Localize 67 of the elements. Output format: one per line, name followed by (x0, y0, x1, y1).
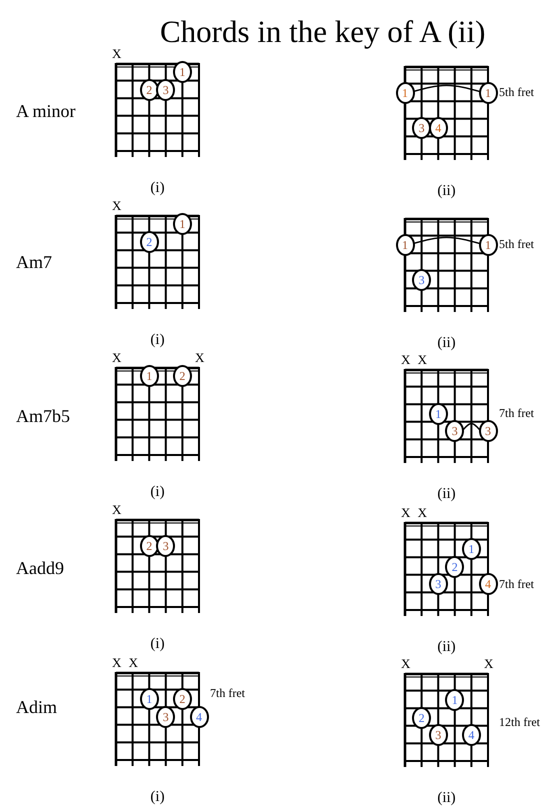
finger-marker: 1 (140, 365, 159, 388)
finger-marker: 3 (156, 706, 176, 728)
diagram-caption: (i) (150, 790, 165, 805)
barre-arc (413, 236, 480, 244)
finger-marker: 2 (140, 230, 159, 253)
muted-string-mark: X (401, 353, 410, 366)
barre-arc (462, 422, 480, 430)
muted-string-mark: X (401, 506, 410, 519)
finger-marker: 2 (172, 365, 192, 388)
finger-marker: 2 (412, 706, 432, 728)
fret-position-label: 7th fret (499, 578, 534, 590)
barre-arc (413, 84, 480, 92)
finger-marker: 4 (462, 724, 481, 746)
muted-string-mark: X (112, 503, 122, 516)
finger-marker: 3 (428, 573, 448, 596)
muted-string-mark: X (112, 351, 122, 364)
finger-marker: 3 (412, 117, 432, 140)
finger-marker: 4 (190, 706, 208, 728)
finger-marker: 1 (478, 82, 498, 104)
finger-marker: 1 (172, 61, 192, 84)
muted-string-mark: X (112, 47, 122, 60)
finger-marker: 3 (156, 534, 176, 557)
fret-position-label: 7th fret (210, 687, 245, 700)
fret-position-label: 5th fret (499, 86, 534, 98)
finger-marker: 2 (445, 556, 464, 578)
finger-marker: 2 (172, 688, 192, 710)
finger-marker: 4 (428, 117, 448, 140)
finger-marker: 1 (428, 402, 448, 424)
fret-position-label: 7th fret (499, 407, 534, 419)
finger-marker: 3 (428, 724, 448, 746)
finger-marker: 4 (478, 573, 498, 596)
muted-string-mark: X (418, 353, 427, 366)
muted-string-mark: X (112, 656, 122, 669)
chord-name: A minor (16, 101, 76, 122)
muted-string-mark: X (418, 506, 427, 519)
diagram-caption: (i) (150, 637, 165, 652)
finger-marker: 3 (156, 78, 176, 101)
diagram-caption: (ii) (437, 640, 456, 655)
finger-marker: 1 (140, 688, 159, 710)
fret-position-label: 5th fret (499, 238, 534, 250)
muted-string-mark: X (112, 199, 122, 212)
diagram-caption: (ii) (437, 184, 456, 199)
muted-string-mark: X (195, 351, 204, 364)
finger-marker: 3 (478, 420, 498, 442)
title: Chords in the key of A (ii) (160, 14, 486, 50)
finger-marker: 3 (445, 420, 464, 442)
muted-string-mark: X (484, 657, 494, 670)
fret-position-label: 12th fret (499, 716, 540, 728)
finger-marker: 1 (478, 234, 498, 256)
diagram-caption: (ii) (437, 791, 456, 806)
muted-string-mark: X (401, 657, 410, 670)
muted-string-mark: X (128, 656, 138, 669)
chord-name: Am7 (16, 252, 52, 273)
finger-marker: 3 (412, 269, 432, 292)
diagram-caption: (i) (150, 485, 165, 500)
finger-marker: 1 (396, 82, 414, 104)
chord-name: Am7b5 (16, 406, 70, 427)
chord-name: Aadd9 (16, 558, 64, 579)
finger-marker: 1 (462, 538, 481, 560)
finger-marker: 1 (445, 688, 464, 711)
diagram-caption: (ii) (437, 336, 456, 351)
finger-marker: 1 (172, 213, 192, 236)
chord-name: Adim (16, 697, 58, 718)
diagram-caption: (i) (150, 333, 165, 348)
diagram-caption: (ii) (437, 487, 456, 502)
diagram-caption: (i) (150, 181, 165, 196)
finger-marker: 1 (396, 234, 414, 256)
